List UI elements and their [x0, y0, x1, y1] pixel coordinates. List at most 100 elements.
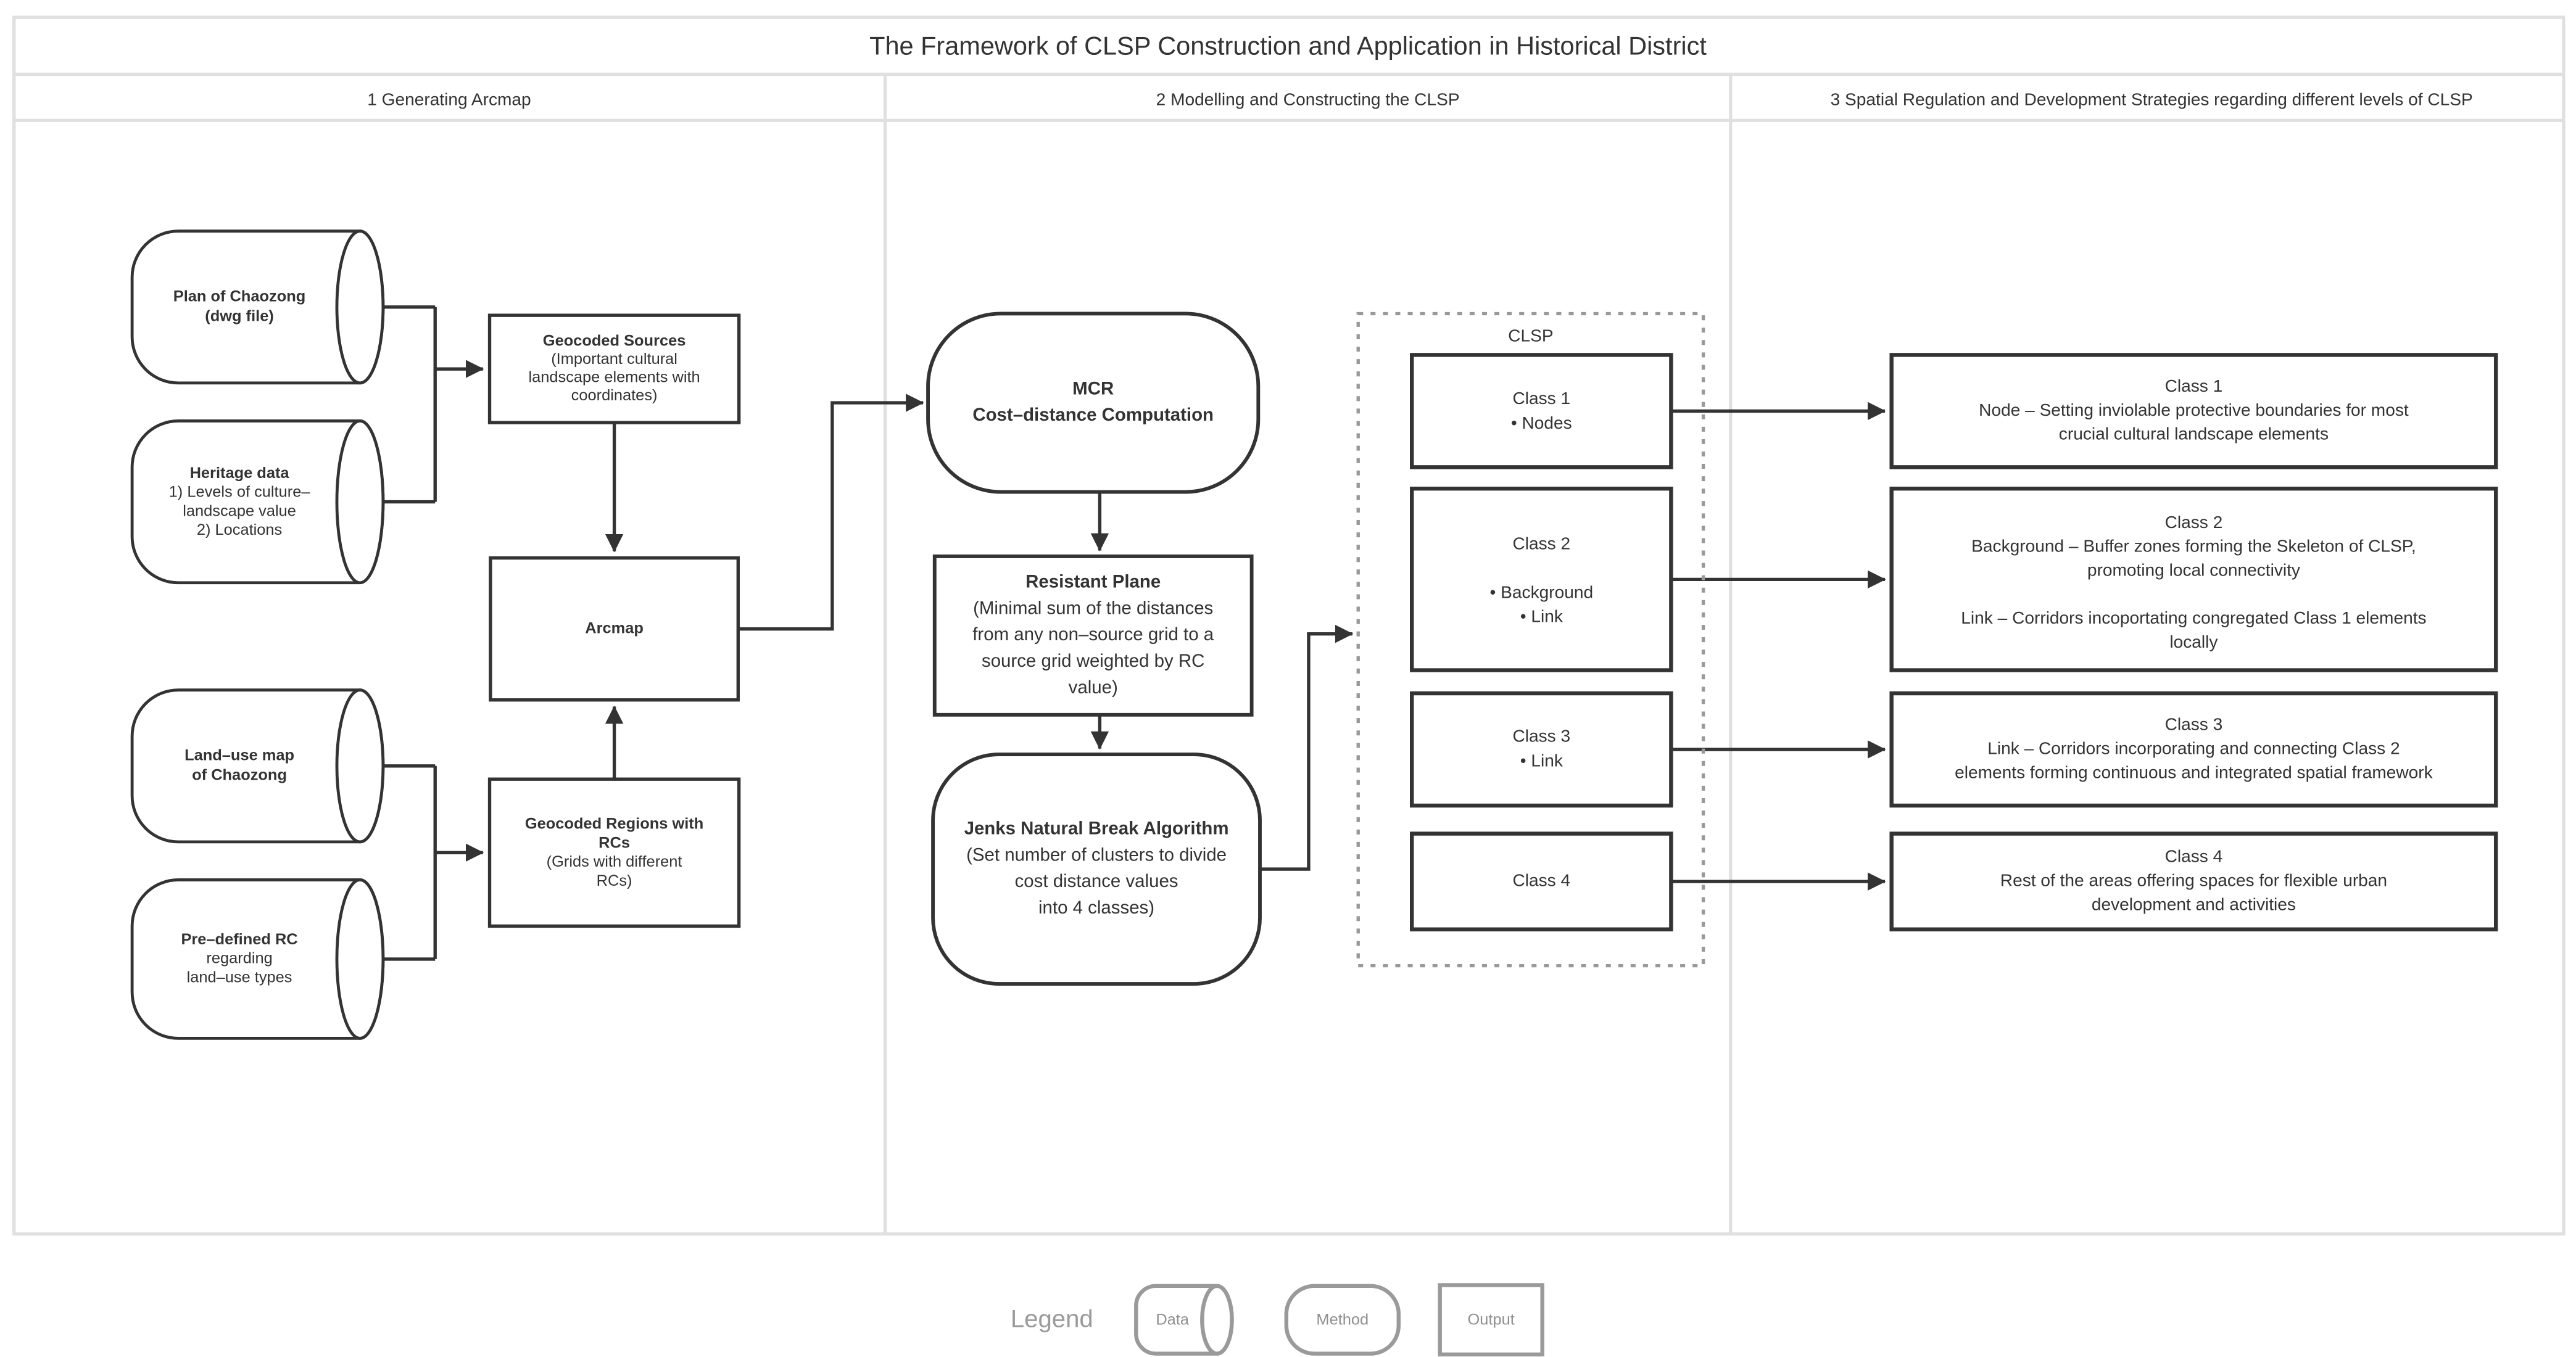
clsp-class4-box: Class 4 — [1410, 831, 1673, 931]
clsp-label: CLSP — [1508, 326, 1553, 345]
clsp-group: CLSP Class 1 • Nodes Class 2 • Backgroun… — [1356, 311, 1705, 968]
cylinder-end-ellipse — [335, 419, 385, 585]
method-box — [487, 313, 741, 424]
node-line: Plan of Chaozong — [173, 287, 306, 305]
node-line: land–use types — [187, 968, 292, 986]
node-line: Cost–distance Computation — [972, 405, 1214, 425]
class-box — [1410, 831, 1673, 931]
node-line: Link – Corridors incoportating congregat… — [1961, 608, 2426, 627]
cylinder-end-ellipse — [335, 878, 385, 1040]
node-line: Class 3 — [1512, 726, 1570, 745]
class-box — [1410, 353, 1673, 469]
clsp-dashed-container — [1356, 311, 1705, 968]
node-line: coordinates) — [571, 387, 658, 404]
column-header-3: 3 Spatial Regulation and Development Str… — [1831, 90, 2473, 109]
data-node-landuse-map: Land–use map of Chaozong — [130, 688, 385, 844]
node-line: Pre–defined RC — [181, 931, 297, 948]
legend: Legend Data Method Output — [1011, 1283, 1544, 1357]
node-line: MCR — [1072, 378, 1114, 398]
node-line: Resistant Plane — [1025, 572, 1161, 592]
node-line: of Chaozong — [192, 767, 287, 784]
node-line: landscape elements with — [528, 369, 700, 386]
node-line: Class 3 — [2165, 715, 2223, 734]
node-line: value) — [1069, 677, 1118, 698]
legend-method-shape-icon: Method — [1284, 1284, 1401, 1356]
class-box — [1410, 691, 1673, 808]
legend-data-label: Data — [1156, 1311, 1190, 1329]
output-node-class4: Class 4 Rest of the areas offering space… — [1889, 831, 2498, 931]
method-box — [487, 777, 741, 928]
output-box — [1889, 353, 2498, 469]
output-box — [1889, 831, 2498, 931]
method-node-arcmap: Arcmap — [489, 556, 740, 702]
method-rounded-box — [926, 311, 1261, 494]
node-line: 2) Locations — [197, 521, 282, 538]
method-box — [932, 554, 1254, 717]
node-line: (dwg file) — [205, 308, 273, 325]
method-node-resistant-plane: Resistant Plane (Minimal sum of the dist… — [932, 554, 1254, 717]
node-line: Class 1 — [1512, 389, 1570, 408]
output-box — [1438, 1283, 1544, 1357]
node-line: landscape value — [183, 502, 296, 519]
page-title: The Framework of CLSP Construction and A… — [869, 31, 1707, 60]
node-line: cost distance values — [1015, 871, 1178, 891]
node-line: Node – Setting inviolable protective bou… — [1979, 400, 2409, 419]
legend-output-shape-icon: Output — [1438, 1283, 1544, 1357]
arrow-arcmap-to-mcr — [738, 394, 924, 631]
connectors — [383, 305, 1886, 961]
node-line: source grid weighted by RC — [982, 651, 1204, 671]
node-line: 1) Levels of culture– — [169, 484, 311, 501]
node-line: locally — [2169, 632, 2218, 651]
method-node-geocoded-sources: Geocoded Sources (Important cultural lan… — [487, 313, 741, 424]
node-line: RCs) — [597, 872, 632, 889]
data-node-predefined-rc: Pre–defined RC regarding land–use types — [130, 878, 385, 1040]
node-line: (Important cultural — [551, 350, 677, 368]
node-line: Class 2 — [2165, 513, 2223, 532]
node-line: into 4 classes) — [1038, 897, 1154, 918]
output-node-class2: Class 2 Background – Buffer zones formin… — [1889, 486, 2498, 672]
output-box — [1889, 486, 2498, 672]
node-line: Class 4 — [1512, 871, 1570, 890]
node-line: promoting local connectivity — [2087, 560, 2300, 579]
output-node-class1: Class 1 Node – Setting inviolable protec… — [1889, 353, 2498, 469]
node-line: Jenks Natural Break Algorithm — [964, 819, 1229, 839]
node-line: development and activities — [2092, 894, 2296, 914]
method-box — [489, 556, 740, 702]
node-line: RCs — [598, 834, 630, 851]
method-rounded-box — [1284, 1284, 1401, 1356]
node-line: from any non–source grid to a — [972, 624, 1214, 645]
legend-data-cylinder-icon: Data — [1134, 1284, 1234, 1356]
outer-frame — [12, 15, 2566, 1236]
output-box — [1889, 691, 2498, 808]
node-line: Heritage data — [190, 464, 290, 482]
method-node-jenks: Jenks Natural Break Algorithm (Set numbe… — [931, 753, 1262, 986]
node-line: regarding — [206, 950, 272, 967]
method-node-mcr: MCR Cost–distance Computation — [926, 311, 1261, 494]
node-line: Class 2 — [1512, 534, 1570, 553]
node-line: Geocoded Regions with — [525, 815, 703, 833]
node-line: Class 4 — [2165, 847, 2223, 866]
node-line: (Set number of clusters to divide — [966, 844, 1227, 865]
legend-title: Legend — [1011, 1305, 1093, 1333]
cylinder-end-ellipse — [1200, 1284, 1234, 1356]
node-line: Rest of the areas offering spaces for fl… — [2000, 871, 2387, 890]
legend-method-label: Method — [1316, 1311, 1369, 1329]
node-line: (Minimal sum of the distances — [973, 598, 1213, 618]
node-line: elements forming continuous and integrat… — [1955, 762, 2433, 782]
clsp-class2-box: Class 2 • Background • Link — [1410, 486, 1673, 672]
data-node-heritage-data: Heritage data 1) Levels of culture– land… — [130, 419, 385, 585]
node-line: • Link — [1520, 751, 1563, 770]
method-node-geocoded-regions: Geocoded Regions with RCs (Grids with di… — [487, 777, 741, 928]
node-line: Land–use map — [184, 746, 294, 764]
clsp-class3-box: Class 3 • Link — [1410, 691, 1673, 808]
frame-grid — [12, 15, 2566, 1236]
node-line: Geocoded Sources — [543, 332, 686, 350]
node-line: • Background — [1490, 583, 1594, 602]
node-line: Arcmap — [585, 619, 644, 637]
node-line: Link – Corridors incorporating and conne… — [1987, 738, 2400, 757]
method-rounded-box — [931, 753, 1262, 986]
node-line: • Nodes — [1511, 413, 1572, 432]
node-line: Background – Buffer zones forming the Sk… — [1971, 537, 2416, 556]
output-node-class3: Class 3 Link – Corridors incorporating a… — [1889, 691, 2498, 808]
